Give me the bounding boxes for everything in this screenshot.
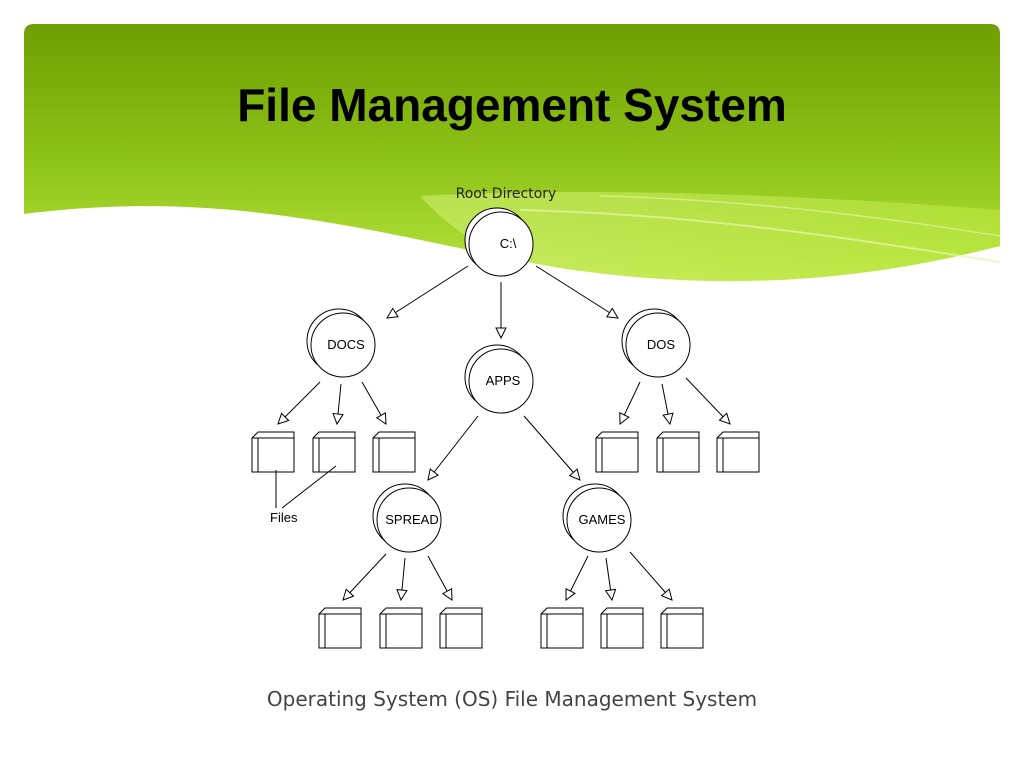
- files-callout-label: Files: [270, 510, 298, 525]
- file-box: [318, 607, 362, 649]
- file-box: [656, 431, 700, 473]
- directory-label-games: GAMES: [579, 512, 626, 527]
- directory-node-spread: SPREAD: [372, 483, 442, 553]
- file-box: [372, 431, 416, 473]
- file-box: [716, 431, 760, 473]
- edge-games-file-1: [566, 555, 589, 600]
- file-box: [540, 607, 584, 649]
- directory-label-spread: SPREAD: [385, 512, 438, 527]
- edge-spread-file-3: [427, 555, 452, 600]
- file-box: [251, 431, 295, 473]
- files-callout-line-2: [281, 465, 337, 509]
- file-box: [595, 431, 639, 473]
- edge-root-docs: [387, 265, 469, 318]
- file-box: [312, 431, 356, 473]
- root-directory-caption: Root Directory: [456, 186, 557, 202]
- edge-dos-file-3: [685, 377, 730, 424]
- edge-games-file-2: [606, 557, 612, 600]
- edge-docs-file-1: [278, 381, 321, 424]
- edge-apps-spread: [428, 415, 479, 480]
- header-band: [24, 24, 1001, 282]
- file-box: [379, 607, 423, 649]
- directory-node-games: GAMES: [562, 483, 632, 553]
- directory-node-apps: APPS: [464, 344, 534, 414]
- file-box: [439, 607, 483, 649]
- directory-node-docs: DOCS: [306, 308, 376, 378]
- edge-docs-file-3: [361, 381, 386, 424]
- directory-label-root: C:\: [500, 236, 517, 251]
- directory-label-docs: DOCS: [327, 337, 365, 352]
- slide-title: File Management System: [237, 79, 787, 131]
- edge-spread-file-1: [343, 553, 387, 600]
- band-wave-line: [519, 209, 1001, 263]
- directory-node-root: C:\: [464, 207, 534, 277]
- edge-spread-file-2: [401, 557, 405, 600]
- edge-dos-file-1: [620, 381, 641, 424]
- edge-dos-file-2: [661, 383, 670, 424]
- edge-apps-games: [523, 415, 580, 480]
- directory-label-dos: DOS: [647, 337, 676, 352]
- file-boxes: [251, 431, 760, 649]
- band-wave-highlight: [420, 191, 1000, 282]
- band-wave-line-2: [599, 195, 1001, 237]
- file-box: [660, 607, 704, 649]
- directory-label-apps: APPS: [486, 373, 521, 388]
- slide-caption: Operating System (OS) File Management Sy…: [266, 687, 758, 711]
- file-box: [600, 607, 644, 649]
- directory-node-dos: DOS: [621, 308, 691, 378]
- edge-root-dos: [535, 265, 618, 318]
- edge-games-file-3: [629, 551, 672, 600]
- edge-docs-file-2: [337, 383, 341, 424]
